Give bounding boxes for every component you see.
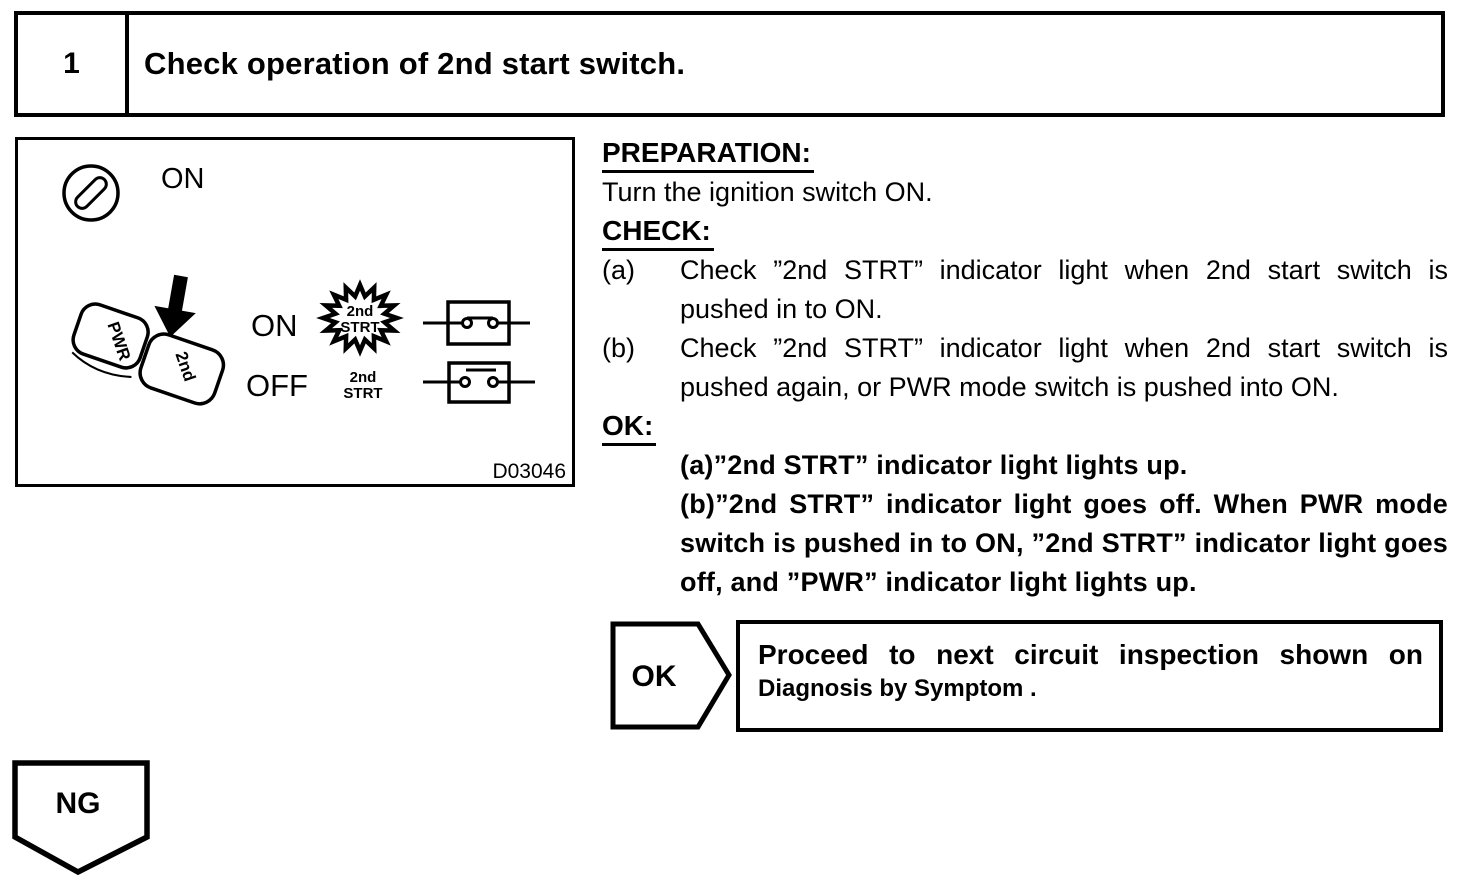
procedure-text: PREPARATION: Turn the ignition switch ON… [602,134,1448,602]
ok-route-box: Proceed to next circuit inspection shown… [736,620,1443,732]
ok-route-line1: Proceed to next circuit inspection shown… [758,639,1423,670]
ok-route-label: OK [632,660,677,693]
check-item-text: Check ”2nd STRT” indicator light when 2n… [680,255,1448,324]
ng-route-label: NG [56,787,101,820]
check-item-text: Check ”2nd STRT” indicator light when 2n… [680,333,1448,402]
mode-switch-illustration: PWR 2nd [71,302,226,406]
preparation-heading: PREPARATION: [602,136,814,173]
step-header: 1 Check operation of 2nd start switch. [14,11,1445,117]
preparation-text: Turn the ignition switch ON. [602,177,933,207]
row-off-label: OFF [246,368,308,403]
figure-illustration: ON PWR 2nd ON 2nd STRT [62,163,566,483]
ignition-on-label: ON [161,163,205,195]
check-item-marker: (b) [602,333,635,363]
check-item-a: (a) Check ”2nd STRT” indicator light whe… [602,251,1448,329]
closed-switch-icon [423,300,530,346]
ok-heading: OK: [602,409,657,446]
ok-result-text-a: (a)”2nd STRT” indicator light lights up. [680,450,1188,480]
check-heading: CHECK: [602,214,714,251]
figure-id: D03046 [492,460,566,483]
ok-route-line2: Diagnosis by Symptom . [758,675,1037,702]
row-on-label: ON [251,308,298,343]
indicator-on-label-line1: 2nd [347,303,374,320]
indicator-off-label-line2: STRT [343,385,382,402]
indicator-on-label-line2: STRT [340,319,379,336]
ignition-key-icon [62,164,120,222]
ok-route-pentagon: OK [610,621,734,736]
indicator-off-label-line1: 2nd [350,369,377,386]
figure-box: ON PWR 2nd ON 2nd STRT [15,137,575,487]
check-item-marker: (a) [602,255,635,285]
open-switch-icon [423,361,535,404]
ng-route-pentagon: NG [12,760,152,883]
check-item-b: (b) Check ”2nd STRT” indicator light whe… [602,329,1448,407]
step-number: 1 [18,15,129,113]
indicator-starburst-icon: 2nd STRT [316,279,404,357]
ok-result-text-b: (b)”2nd STRT” indicator light goes off. … [680,489,1448,597]
press-arrow-icon [154,274,196,338]
step-title: Check operation of 2nd start switch. [144,46,686,81]
